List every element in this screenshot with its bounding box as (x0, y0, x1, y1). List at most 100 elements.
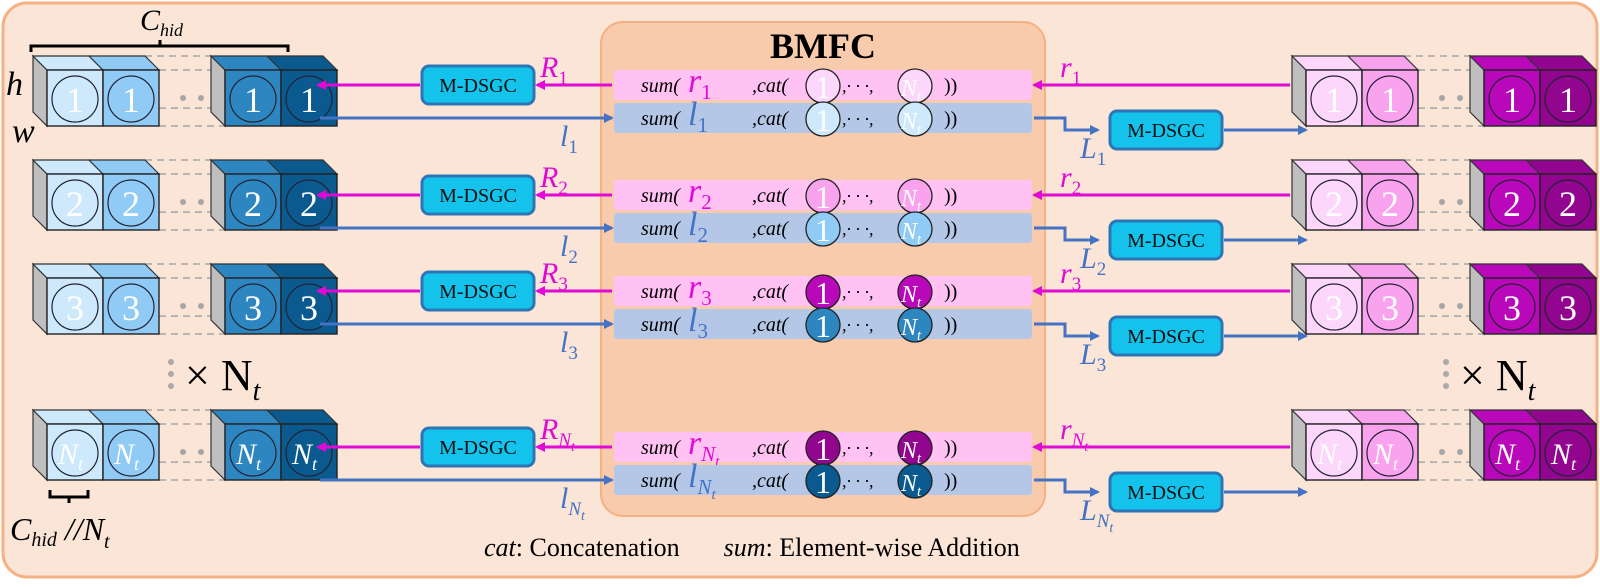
group-label: 1 (122, 80, 140, 120)
right-m-dsgc: M-DSGC (1108, 315, 1224, 357)
dot (198, 95, 204, 101)
module-box (1108, 109, 1224, 151)
module-box (1108, 315, 1224, 357)
cube-block (102, 69, 160, 127)
group-circle (1488, 429, 1536, 477)
group-label: 3 (300, 288, 318, 328)
arrow-band-to-module (1034, 322, 1100, 341)
sum-prefix: sum( (641, 218, 681, 240)
dot (180, 303, 186, 309)
group-circle (229, 283, 277, 331)
group-circle (285, 179, 333, 227)
cat-prefix: ,cat( (752, 281, 789, 303)
cube-block (1361, 277, 1419, 335)
R-label: R3 (539, 257, 568, 295)
sum-prefix: sum( (641, 314, 681, 336)
group-circle (1366, 283, 1414, 331)
sum-prefix: sum( (641, 185, 681, 207)
cat-prefix: ,cat( (752, 75, 789, 97)
last-group-circle (897, 101, 933, 137)
module-box (420, 174, 536, 216)
group-label: Nt (1372, 438, 1399, 474)
module-label: M-DSGC (439, 75, 517, 97)
last-group-label: Nt (900, 186, 922, 215)
cube-block (224, 69, 282, 127)
left-m-dsgc: M-DSGC (420, 174, 536, 216)
L-label: LNt (1079, 494, 1114, 536)
close-parens: )) (944, 108, 957, 130)
module-label: M-DSGC (1127, 120, 1205, 142)
sum-variable: rNt (688, 425, 720, 470)
group-label: 3 (1325, 288, 1343, 328)
first-group-label: 1 (815, 464, 831, 500)
right-m-dsgc: M-DSGC (1108, 219, 1224, 261)
group-circle (285, 429, 333, 477)
cube-block (1305, 69, 1363, 127)
group-circle (51, 179, 99, 227)
cube-block (224, 277, 282, 335)
group-circle (51, 75, 99, 123)
first-group-label: 1 (815, 212, 831, 248)
first-group-circle (805, 211, 841, 247)
cube-block (280, 69, 338, 127)
last-group-label: Nt (900, 282, 922, 311)
cat-prefix: ,cat( (752, 108, 789, 130)
group-label: 3 (1559, 288, 1577, 328)
group-label: 3 (122, 288, 140, 328)
group-label: 2 (66, 184, 84, 224)
group-circle (1310, 75, 1358, 123)
dot (198, 303, 204, 309)
c-hid-div-brace (48, 490, 90, 503)
module-label: M-DSGC (1127, 482, 1205, 504)
sum-variable: r2 (688, 173, 712, 214)
group-circle (1544, 429, 1592, 477)
module-box (1108, 471, 1224, 513)
c-hid-brace (29, 40, 290, 52)
group-label: Nt (1550, 438, 1577, 474)
module-box (1108, 219, 1224, 261)
group-label: 1 (244, 80, 262, 120)
module-label: M-DSGC (439, 437, 517, 459)
sum-prefix: sum( (641, 437, 681, 459)
group-label: 2 (1381, 184, 1399, 224)
separator: ,· · ·, (842, 315, 874, 335)
cube-block (1539, 277, 1597, 335)
group-label: Nt (291, 438, 318, 474)
group-circle (1544, 179, 1592, 227)
first-group-circle (805, 463, 841, 499)
group-label: 2 (1325, 184, 1343, 224)
group-label: Nt (1316, 438, 1343, 474)
module-label: M-DSGC (1127, 326, 1205, 348)
group-circle (107, 429, 155, 477)
dot (1457, 199, 1463, 205)
close-parens: )) (944, 314, 957, 336)
R-label: R2 (539, 161, 568, 199)
sum-r-band: sum(r3,cat(1,· · ·,Nt)) (614, 269, 1032, 311)
group-circle (229, 75, 277, 123)
group-circle (107, 75, 155, 123)
l-label: l1 (560, 120, 578, 158)
group-label: Nt (113, 438, 140, 474)
l-label: l2 (560, 230, 578, 268)
sum-r-band: sum(r1,cat(1,· · ·,Nt)) (614, 63, 1032, 105)
dot (1439, 95, 1445, 101)
cat-prefix: ,cat( (752, 437, 789, 459)
cube-block (102, 173, 160, 231)
cube-block (46, 69, 104, 127)
group-label: 1 (1559, 80, 1577, 120)
close-parens: )) (944, 281, 957, 303)
svg-text:× Nt: × Nt (1460, 351, 1537, 407)
cube-block (280, 423, 338, 481)
arrow-band-to-module (1034, 226, 1100, 245)
group-circle (1310, 283, 1358, 331)
group-circle (285, 283, 333, 331)
